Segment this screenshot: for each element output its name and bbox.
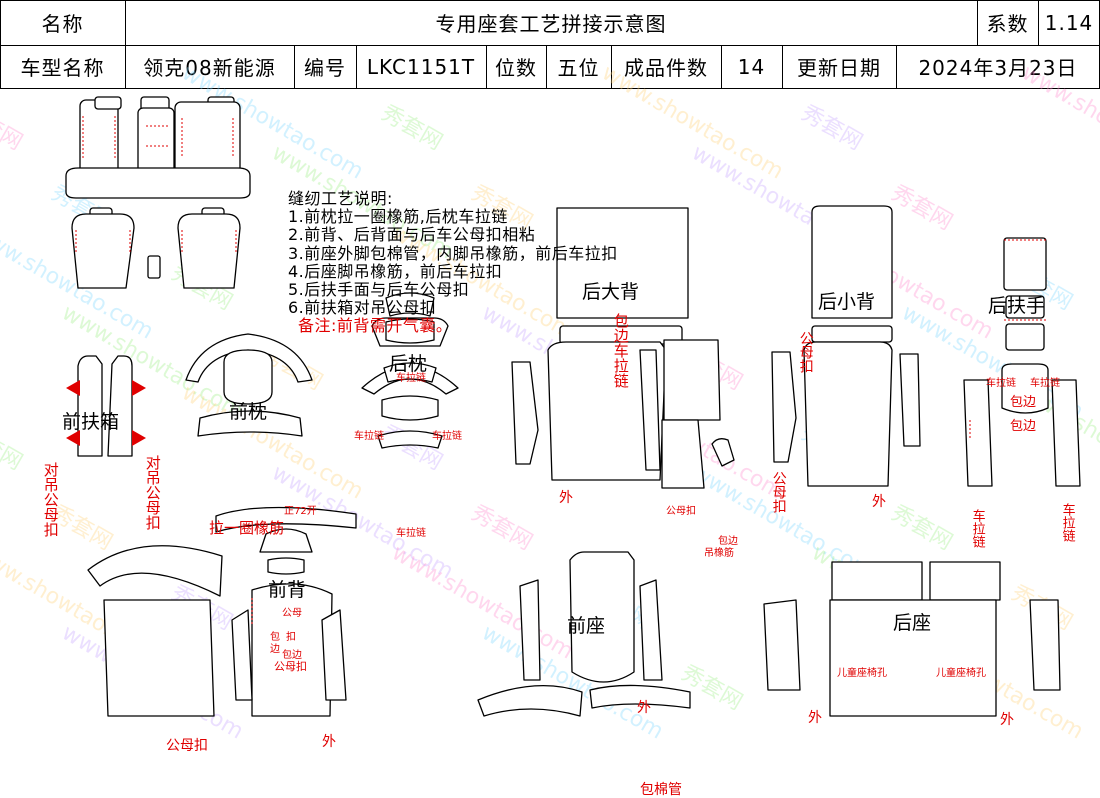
overview-front-seat-right: [177, 213, 241, 289]
label-kou: 扣: [286, 632, 296, 643]
label-che-la-lian: 车拉链: [396, 373, 426, 384]
date-value: 2024年3月23日: [896, 45, 1100, 89]
pattern-pieces: [65, 96, 1081, 717]
section-front-headrest: 前枕: [229, 401, 268, 423]
label-child-seat-hole: 儿童座椅孔: [837, 668, 887, 679]
arrow-right-icon: [132, 430, 146, 446]
front-back-pieces: [87, 506, 357, 717]
label-wai: 外: [559, 490, 573, 506]
pieces-value: 14: [721, 45, 783, 89]
arrow-right-icon: [132, 380, 146, 396]
label-bao-bian-fb: 边: [270, 644, 280, 655]
section-rear-seat: 后座: [893, 612, 932, 634]
rear-seat-pieces: [763, 561, 1061, 717]
label-wai: 外: [1000, 712, 1014, 728]
label-che-la-lian-vertical: 车拉链: [969, 509, 985, 548]
overview-front-seat-left: [71, 213, 135, 289]
name-label: 名称: [0, 0, 126, 46]
section-rear-armrest: 后扶手: [988, 295, 1046, 317]
section-front-seat: 前座: [567, 615, 606, 637]
label-bao-bian-diao-xiang-jin: 包边: [718, 536, 738, 547]
pieces-label: 成品件数: [611, 45, 722, 89]
label-che-la-lian: 车拉链: [396, 528, 426, 539]
label-che-la-lian: 车拉链: [986, 378, 1016, 389]
doc-title: 专用座套工艺拼接示意图: [125, 0, 978, 46]
arrow-left-icon: [66, 380, 80, 396]
note-item: 5.后扶手面与后车公母扣: [288, 280, 470, 300]
label-bao-mian-guan: 包棉管: [640, 782, 682, 798]
label-zheng-kai: 正72开: [284, 506, 317, 517]
label-bao-bian-fb: 包: [270, 632, 280, 643]
label-bao-bian-che-la-lian: 包边车拉链: [611, 313, 630, 388]
rear-big-back-pieces: [511, 207, 735, 489]
label-che-la-lian: 车拉链: [432, 431, 462, 442]
front-armrest-box-pieces: [77, 355, 133, 457]
label-bao-bian: 包边: [1010, 419, 1037, 434]
note-item: 6.前扶箱对吊公母扣: [288, 298, 437, 318]
label-wai: 外: [872, 494, 886, 510]
label-che-la-lian: 车拉链: [1030, 378, 1060, 389]
notes-title: 缝纫工艺说明:: [288, 189, 393, 208]
label-dui-diao-gong-mu-kou-left: 对吊公母扣: [41, 462, 60, 537]
label-dui-diao-gong-mu-kou-right: 对吊公母扣: [143, 455, 162, 530]
overview-rear-cushion: [65, 167, 251, 199]
notes-remark: 备注:前背需开气囊。: [298, 316, 453, 336]
label-gong-mu-kou-fb: 公母扣: [274, 660, 307, 673]
label-gong-mu-kou-rear-small: 公母扣: [770, 471, 787, 513]
label-wai: 外: [808, 710, 822, 726]
rear-small-back-pieces: [771, 205, 921, 487]
coef-label: 系数: [977, 0, 1039, 46]
label-gong-mu-kou: 公母扣: [166, 738, 208, 754]
model-value: 领克08新能源: [125, 45, 295, 89]
label-wai: 外: [322, 734, 336, 750]
seats-label: 位数: [486, 45, 547, 89]
seats-value: 五位: [546, 45, 612, 89]
section-rear-headrest: 后枕: [389, 353, 428, 375]
section-rear-small-back: 后小背: [818, 291, 876, 313]
label-che-la-lian: 车拉链: [354, 431, 384, 442]
note-item: 2.前背、后背面与后车公母扣相粘: [288, 225, 536, 245]
label-bao-bian-fb: 包边: [282, 650, 302, 661]
overview-rear-seatback-left: [79, 99, 119, 179]
section-rear-big-back: 后大背: [582, 281, 640, 303]
stitch-marks: [75, 116, 1046, 626]
label-gong-mu-kou: 公母扣: [666, 506, 696, 517]
label-che-la-lian-vertical: 车拉链: [1059, 503, 1075, 542]
arrow-left-icon: [66, 430, 80, 446]
coef-value: 1.14: [1038, 0, 1100, 46]
code-value: LKC1151T: [356, 45, 487, 89]
label-child-seat-hole: 儿童座椅孔: [936, 668, 986, 679]
title-block: 名称 专用座套工艺拼接示意图 系数 1.14 车型名称 领克08新能源 编号 L…: [0, 0, 1100, 89]
label-la-yi-quan-xiang-jin: 拉一圈橡筋: [209, 519, 285, 537]
rear-armrest-pieces: [963, 237, 1081, 487]
label-bao-bian: 包边: [1010, 395, 1037, 410]
label-wai: 外: [637, 700, 651, 716]
date-label: 更新日期: [782, 45, 897, 89]
front-seat-pieces: [477, 551, 691, 717]
label-gong-mu-kou-rear-small: 公母扣: [797, 331, 814, 373]
section-front-armrest-box: 前扶箱: [62, 411, 120, 433]
section-front-back: 前背: [268, 579, 307, 601]
model-label: 车型名称: [0, 45, 126, 89]
note-item: 4.后座脚吊橡筋，前后车拉扣: [288, 261, 503, 281]
label-bao-bian-diao-xiang-jin: 吊橡筋: [704, 548, 734, 559]
rear-headrest-pieces: [361, 292, 459, 449]
front-armrest-arrows: [66, 380, 146, 446]
sewing-notes: 缝纫工艺说明: 1.前枕拉一圈橡筋,后枕车拉链 2.前背、后背面与后车公母扣相粘…: [288, 189, 618, 336]
label-gong-mu: 公母: [282, 608, 302, 619]
note-item: 1.前枕拉一圈橡筋,后枕车拉链: [288, 207, 508, 227]
front-headrest-pieces: [185, 333, 313, 437]
code-label: 编号: [294, 45, 357, 89]
pattern-diagram: 缝纫工艺说明: 1.前枕拉一圈橡筋,后枕车拉链 2.前背、后背面与后车公母扣相粘…: [0, 89, 1100, 797]
note-item: 3.前座外脚包棉管，内脚吊橡筋，前后车拉扣: [288, 243, 618, 263]
